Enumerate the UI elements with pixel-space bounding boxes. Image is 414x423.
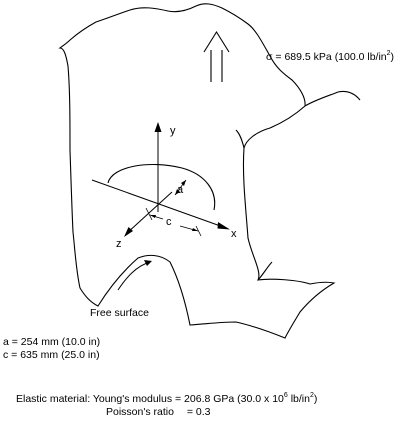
z-axis (125, 191, 173, 235)
crack-front (107, 163, 216, 211)
body-outline (58, 3, 336, 339)
dim-a-label: a (177, 184, 184, 196)
youngs-close-paren: ) (313, 393, 318, 405)
dim-a-arrowhead (175, 189, 180, 195)
y-axis-label: y (170, 125, 176, 137)
dim-c-arrowhead (192, 228, 198, 231)
dim-a-value: a = 254 mm (10.0 in) (3, 336, 101, 348)
stress-close-paren: ) (390, 51, 395, 63)
free-surface-label: Free surface (90, 307, 149, 319)
youngs-exponent: 6 (283, 391, 288, 399)
dim-c-value: c = 635 mm (25.0 in) (3, 349, 100, 361)
dim-c-tick (195, 225, 202, 237)
dim-c-label: c (166, 216, 172, 228)
body-crack-line (235, 129, 245, 149)
poisson-label: Poisson's ratio (106, 406, 174, 418)
stress-imperial-exponent: 2 (386, 49, 391, 57)
stress-imperial: (100.0 lb/in (334, 51, 387, 63)
y-axis-arrowhead (154, 122, 162, 132)
material-youngs-modulus: Elastic material: Young's modulus = 206.… (16, 391, 318, 406)
dim-a-arrowhead (181, 180, 186, 186)
stress-equals: = (275, 51, 282, 63)
dim-c-arrowhead (150, 215, 156, 218)
x-axis-label: x (231, 228, 237, 240)
youngs-unit: lb/in (287, 393, 310, 405)
material-poisson-ratio: Poisson's ratio = 0.3 (106, 406, 211, 419)
poisson-value: = 0.3 (186, 406, 211, 418)
stress-si: 689.5 kPa (284, 51, 332, 63)
applied-stress-label: σ = 689.5 kPa (100.0 lb/in2) (266, 49, 395, 64)
free-surface-leader (117, 261, 151, 291)
dim-c-tick (145, 207, 153, 221)
youngs-modulus-text: Elastic material: Young's modulus = 206.… (16, 393, 284, 405)
youngs-unit-exponent: 2 (309, 391, 314, 399)
body-crack-line (257, 261, 273, 281)
z-axis-arrowhead (124, 227, 133, 237)
sigma-symbol: σ (266, 51, 273, 63)
load-arrow (203, 30, 230, 82)
z-axis-label: z (116, 238, 122, 250)
body-crack-line (304, 90, 361, 107)
x-axis-arrowhead (217, 222, 230, 230)
free-surface-arrowhead (144, 260, 152, 266)
